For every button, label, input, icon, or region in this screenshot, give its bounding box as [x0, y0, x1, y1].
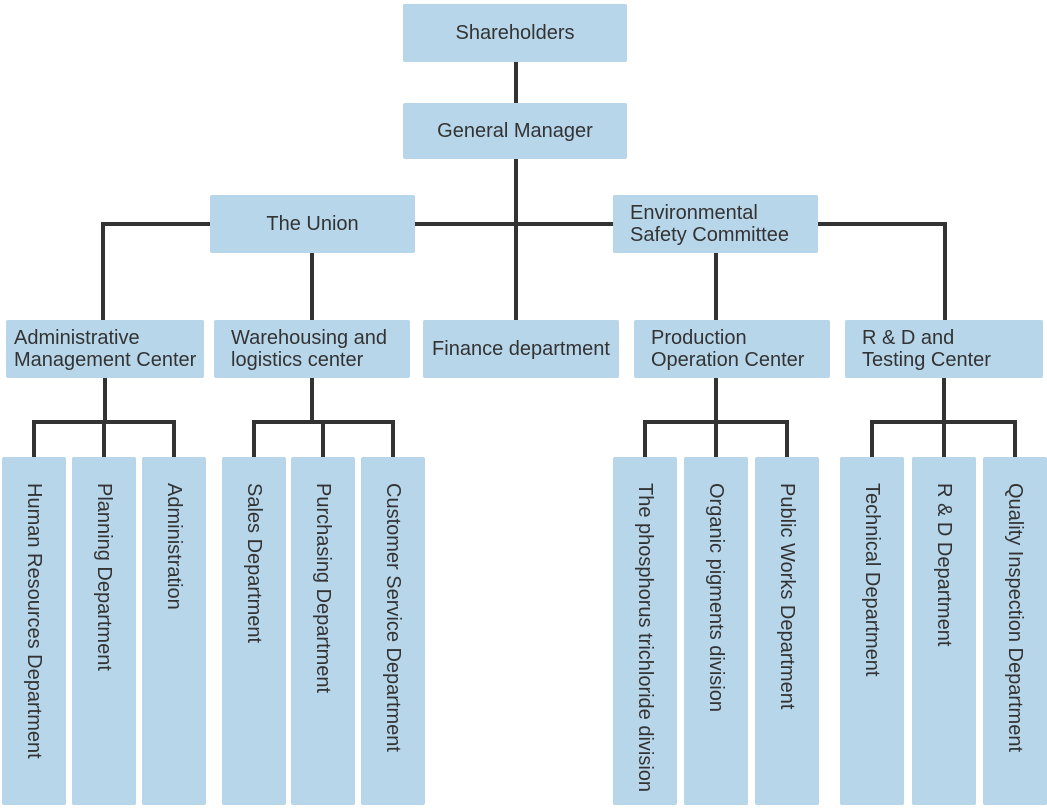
node-rd-department: R & D Department [912, 457, 976, 805]
connector-rdt-down [942, 378, 946, 424]
node-phosphorus-trichloride-division-label: The phosphorus trichloride division [634, 483, 656, 793]
connector-shareholders-gm [514, 62, 518, 103]
node-warehousing-logistics-center: Warehousing and logistics center [214, 320, 410, 378]
connector-poc-child2 [714, 420, 718, 457]
node-customer-service-department-label: Customer Service Department [382, 483, 404, 752]
node-administration-label: Administration [163, 483, 185, 610]
node-planning-department-label: Planning Department [93, 483, 115, 671]
node-production-operation-center-label: Production Operation Center [651, 327, 805, 371]
connector-esc-production [714, 224, 718, 320]
connector-union-warehousing [310, 224, 314, 320]
node-production-operation-center: Production Operation Center [634, 320, 830, 378]
node-finance-department-label: Finance department [432, 338, 610, 360]
node-environmental-safety-committee-label: Environmental Safety Committee [630, 202, 789, 246]
node-the-union-label: The Union [266, 213, 359, 235]
node-general-manager-label: General Manager [437, 120, 593, 142]
node-warehousing-logistics-center-label: Warehousing and logistics center [231, 327, 388, 371]
node-rd-department-label: R & D Department [933, 483, 955, 647]
connector-amc-child3 [172, 420, 176, 457]
connector-wlc-child1 [252, 420, 256, 457]
node-rd-testing-center: R & D and Testing Center [845, 320, 1043, 378]
node-human-resources-department-label: Human Resources Department [23, 483, 45, 759]
connector-poc-child3 [785, 420, 789, 457]
connector-poc-down [714, 378, 718, 424]
node-purchasing-department: Purchasing Department [291, 457, 355, 805]
connector-wlc-child3 [391, 420, 395, 457]
connector-rdt-child3 [1013, 420, 1017, 457]
node-general-manager: General Manager [403, 103, 627, 159]
node-technical-department-label: Technical Department [861, 483, 883, 677]
node-finance-department: Finance department [423, 320, 619, 378]
connector-amc-down [103, 378, 107, 424]
node-environmental-safety-committee: Environmental Safety Committee [613, 195, 818, 253]
node-planning-department: Planning Department [72, 457, 136, 805]
node-administrative-management-center-label: Administrative Management Center [14, 327, 197, 371]
connector-rail-admin-center [101, 222, 105, 320]
connector-level3-rail [101, 222, 947, 226]
connector-rdt-child2 [942, 420, 946, 457]
node-human-resources-department: Human Resources Department [2, 457, 66, 805]
node-technical-department: Technical Department [840, 457, 904, 805]
node-shareholders: Shareholders [403, 4, 627, 62]
connector-rail-rd-center [943, 222, 947, 320]
node-the-union: The Union [210, 195, 415, 253]
node-sales-department-label: Sales Department [243, 483, 265, 644]
connector-amc-child1 [32, 420, 36, 457]
node-sales-department: Sales Department [222, 457, 286, 805]
node-quality-inspection-department: Quality Inspection Department [983, 457, 1047, 805]
node-rd-testing-center-label: R & D and Testing Center [862, 327, 991, 371]
node-organic-pigments-division: Organic pigments division [684, 457, 748, 805]
node-administrative-management-center: Administrative Management Center [6, 320, 204, 378]
node-phosphorus-trichloride-division: The phosphorus trichloride division [613, 457, 677, 805]
node-administration: Administration [142, 457, 206, 805]
node-customer-service-department: Customer Service Department [361, 457, 425, 805]
node-quality-inspection-department-label: Quality Inspection Department [1004, 483, 1026, 753]
node-public-works-department: Public Works Department [755, 457, 819, 805]
connector-wlc-down [310, 378, 314, 424]
node-organic-pigments-division-label: Organic pigments division [705, 483, 727, 712]
connector-poc-child1 [643, 420, 647, 457]
connector-rdt-child1 [870, 420, 874, 457]
node-shareholders-label: Shareholders [455, 22, 575, 44]
connector-wlc-child2 [321, 420, 325, 457]
node-purchasing-department-label: Purchasing Department [312, 483, 334, 694]
node-public-works-department-label: Public Works Department [776, 483, 798, 710]
connector-gm-finance [514, 159, 518, 320]
connector-amc-child2 [102, 420, 106, 457]
